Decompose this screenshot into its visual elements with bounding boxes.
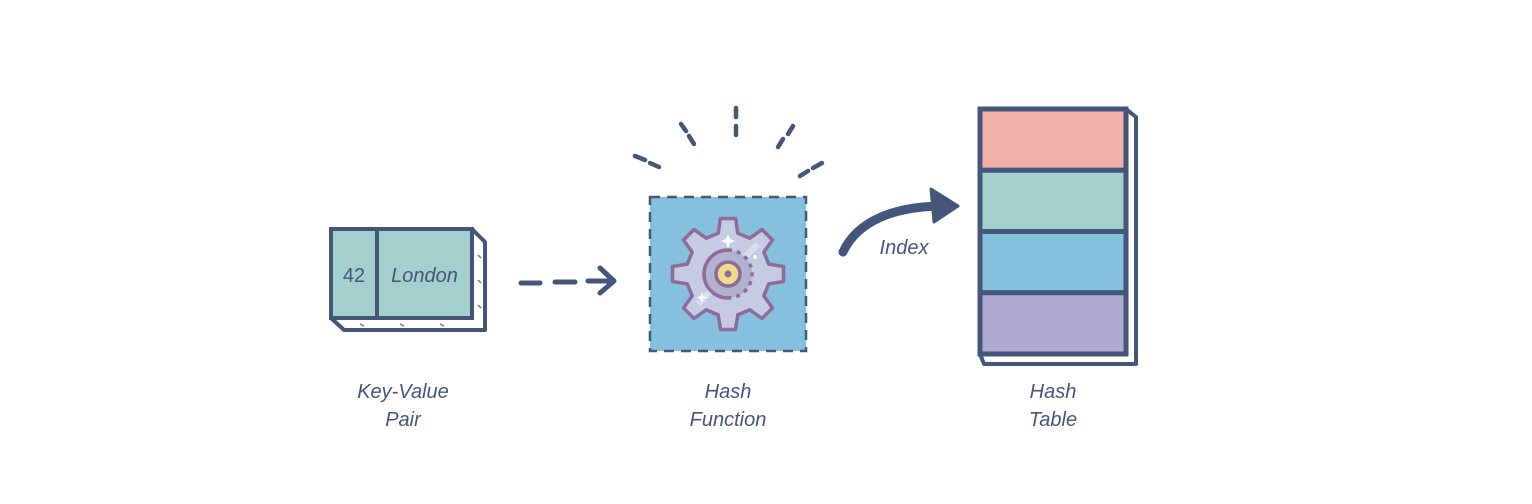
index-label: Index xyxy=(879,237,929,259)
hash-table-bucket xyxy=(977,106,1129,173)
index-arrow xyxy=(838,187,960,257)
hash-table-bucket xyxy=(977,167,1129,234)
hash-table-bucket xyxy=(977,290,1129,357)
hash-table-label: Hash Table xyxy=(963,378,1143,434)
hash-function-label-line1: Hash xyxy=(704,381,752,403)
hash-function-label: Hash Function xyxy=(638,378,818,434)
kv-key-text: 42 xyxy=(342,265,366,287)
kv-value-text: London xyxy=(391,265,458,287)
kv-value-cell xyxy=(375,227,474,320)
key-value-pair-label-line1: Key-Value xyxy=(357,381,449,403)
dashed-arrow xyxy=(518,265,617,296)
key-value-box xyxy=(329,227,487,332)
hash-function-label-line2: Function xyxy=(689,409,767,431)
key-value-pair-label: Key-Value Pair xyxy=(313,378,493,434)
key-value-pair-label-line2: Pair xyxy=(385,409,421,431)
hash-table-label-line1: Hash xyxy=(1029,381,1077,403)
hash-function-box xyxy=(648,195,808,353)
hash-table-label-line2: Table xyxy=(1028,409,1078,431)
hash-table xyxy=(977,106,1138,366)
gear-icon xyxy=(670,216,786,332)
hash-table-bucket xyxy=(977,229,1129,296)
burst-lines xyxy=(632,105,825,179)
kv-key-cell xyxy=(329,227,379,320)
